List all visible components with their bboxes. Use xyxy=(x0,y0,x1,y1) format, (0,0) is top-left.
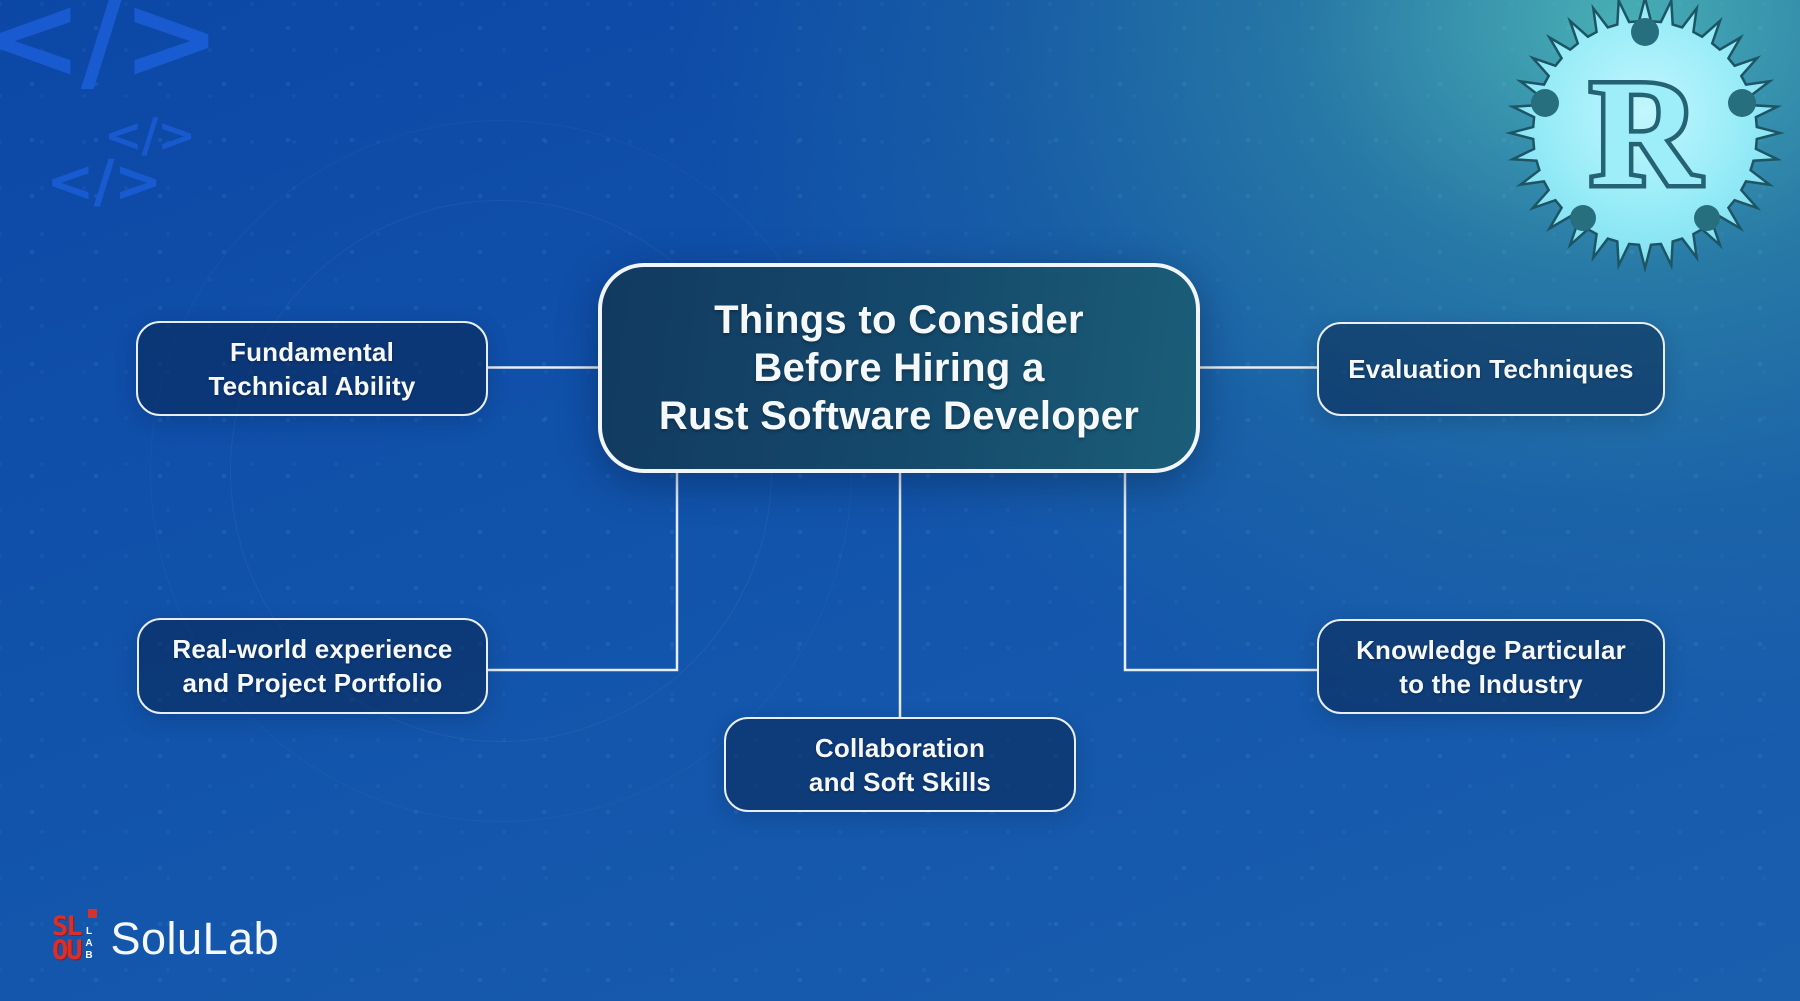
node-label-line: Real-world experience xyxy=(172,634,453,664)
solulab-wordmark: SoluLab xyxy=(110,913,280,964)
rust-gear-hole xyxy=(1570,205,1596,231)
rust-logo-icon: R xyxy=(1505,0,1785,273)
node-label-line: Collaboration xyxy=(814,732,986,763)
rust-gear-hole xyxy=(1694,205,1720,231)
node-label-line: Evaluation Techniques xyxy=(1348,354,1634,384)
central-topic-line-1: Things to Consider xyxy=(714,298,1084,342)
code-brackets-icon: </> xyxy=(46,147,162,215)
node-label-line: Knowledge Particular xyxy=(1356,634,1626,665)
rust-gear-hole xyxy=(1631,18,1659,46)
node-real-world-experience: Real-world experience and Project Portfo… xyxy=(137,618,488,714)
rust-letter-r: R xyxy=(1590,49,1702,217)
node-fundamental-technical-ability: Fundamental Technical Ability xyxy=(136,321,488,416)
node-label-line: to the Industry xyxy=(1399,668,1583,699)
solulab-icon-letters: SL OU xyxy=(52,911,82,966)
rust-gear-hole xyxy=(1531,89,1559,117)
central-topic-line-2: Before Hiring a xyxy=(753,346,1045,390)
solulab-icon-lab-text: LAB xyxy=(83,926,95,962)
solulab-icon-dot xyxy=(87,909,97,918)
code-brackets-icon: </> xyxy=(0,0,221,106)
node-collaboration-soft-skills: Collaboration and Soft Skills xyxy=(724,717,1076,812)
solulab-icon-row-2: OU xyxy=(52,935,82,966)
solulab-icon-row-1: SL xyxy=(52,911,82,942)
node-label-line: and Soft Skills xyxy=(808,766,992,797)
central-topic-node: Things to Consider Before Hiring a Rust … xyxy=(598,263,1200,473)
node-label-line: Fundamental xyxy=(230,336,394,367)
node-evaluation-techniques: Evaluation Techniques xyxy=(1317,322,1665,416)
node-label-line: Technical Ability xyxy=(208,370,416,401)
code-brackets-icon: </> xyxy=(104,108,196,162)
rust-gear-hole xyxy=(1728,89,1756,117)
connector-knowledge xyxy=(1123,472,1317,672)
node-label-line: and Project Portfolio xyxy=(182,668,443,698)
node-knowledge-particular-industry: Knowledge Particular to the Industry xyxy=(1317,619,1665,714)
connector-realworld xyxy=(488,472,679,672)
solulab-logo: SL OU LAB SoluLab xyxy=(52,909,280,966)
central-topic-line-3: Rust Software Developer xyxy=(658,394,1140,438)
rust-gear-shape xyxy=(1505,0,1785,273)
solulab-icon: SL OU LAB xyxy=(52,909,97,966)
